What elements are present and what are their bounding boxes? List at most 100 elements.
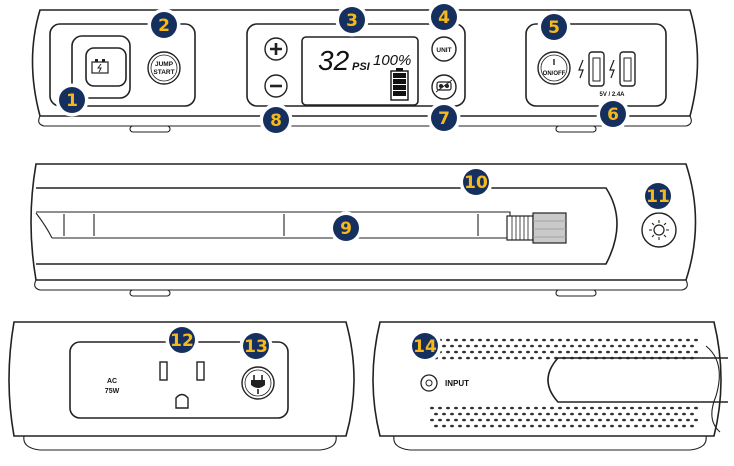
vent-hole bbox=[670, 338, 674, 342]
vent-hole bbox=[550, 350, 554, 354]
battery-cover[interactable] bbox=[71, 35, 131, 99]
unit-button[interactable]: UNIT bbox=[431, 36, 457, 62]
vent-hole bbox=[510, 350, 514, 354]
vent-hole bbox=[434, 424, 438, 428]
callout-number: 8 bbox=[270, 111, 282, 131]
usb-port-1[interactable] bbox=[578, 51, 605, 87]
vent-hole bbox=[470, 406, 474, 410]
input-side-view: INPUT bbox=[372, 321, 728, 451]
power-button[interactable]: ON/OFF bbox=[537, 51, 571, 85]
callout-number: 4 bbox=[438, 8, 450, 28]
vent-hole bbox=[610, 424, 614, 428]
vent-hole bbox=[454, 418, 458, 422]
vent-hole bbox=[454, 350, 458, 354]
ac-power-button[interactable] bbox=[241, 366, 275, 400]
vent-hole bbox=[522, 424, 526, 428]
vent-hole bbox=[466, 424, 470, 428]
vent-hole bbox=[510, 418, 514, 422]
input-label: INPUT bbox=[445, 379, 469, 388]
vent-hole bbox=[506, 412, 510, 416]
air-hose[interactable] bbox=[36, 211, 511, 239]
vent-hole bbox=[522, 344, 526, 348]
vent-hole bbox=[650, 412, 654, 416]
vent-hole bbox=[630, 350, 634, 354]
vent-hole bbox=[634, 412, 638, 416]
vent-hole bbox=[594, 424, 598, 428]
vent-hole bbox=[694, 406, 698, 410]
vent-hole bbox=[590, 406, 594, 410]
vent-hole bbox=[662, 338, 666, 342]
vent-hole bbox=[582, 338, 586, 342]
light-mode-button[interactable] bbox=[431, 74, 457, 100]
vent-hole bbox=[606, 350, 610, 354]
vent-hole bbox=[622, 406, 626, 410]
vent-hole bbox=[450, 424, 454, 428]
vent-hole bbox=[682, 344, 686, 348]
callout-badge: 3 bbox=[335, 3, 369, 37]
vent-hole bbox=[610, 412, 614, 416]
vent-hole bbox=[594, 412, 598, 416]
vent-hole bbox=[498, 344, 502, 348]
vent-hole bbox=[502, 350, 506, 354]
vent-hole bbox=[550, 418, 554, 422]
minus-button[interactable] bbox=[264, 74, 288, 98]
callout-badge: 8 bbox=[259, 103, 293, 137]
vent-hole bbox=[690, 344, 694, 348]
vent-hole bbox=[694, 338, 698, 342]
vent-hole bbox=[502, 418, 506, 422]
vent-hole bbox=[486, 338, 490, 342]
vent-hole bbox=[530, 424, 534, 428]
vent-hole bbox=[474, 424, 478, 428]
vent-hole bbox=[674, 412, 678, 416]
vent-hole bbox=[586, 412, 590, 416]
vent-hole bbox=[546, 412, 550, 416]
vent-hole bbox=[650, 424, 654, 428]
ac-side-view: AC 75W bbox=[8, 321, 355, 451]
vent-hole bbox=[662, 406, 666, 410]
vent-hole bbox=[518, 418, 522, 422]
vent-hole bbox=[570, 344, 574, 348]
vent-hole bbox=[638, 338, 642, 342]
vent-hole bbox=[550, 406, 554, 410]
vent-hole bbox=[458, 424, 462, 428]
vent-hole bbox=[670, 406, 674, 410]
vent-hole bbox=[446, 350, 450, 354]
vent-hole bbox=[678, 350, 682, 354]
vent-hole bbox=[654, 338, 658, 342]
vent-hole bbox=[470, 338, 474, 342]
vent-hole bbox=[586, 424, 590, 428]
jump-start-button[interactable]: JUMP START bbox=[147, 51, 181, 85]
dc-input-port[interactable] bbox=[420, 374, 438, 392]
vent-hole bbox=[534, 406, 538, 410]
hose-nozzle[interactable] bbox=[506, 212, 567, 244]
lightning-icon bbox=[609, 59, 615, 79]
vent-hole bbox=[578, 344, 582, 348]
ac-label-line1: AC bbox=[107, 378, 117, 385]
vent-hole bbox=[558, 338, 562, 342]
vent-hole bbox=[686, 406, 690, 410]
ac-outlet[interactable] bbox=[159, 361, 205, 409]
vent-hole bbox=[430, 406, 434, 410]
vent-hole bbox=[574, 350, 578, 354]
vent-hole bbox=[646, 350, 650, 354]
vent-hole bbox=[590, 350, 594, 354]
callout-number: 3 bbox=[346, 11, 358, 31]
vent-hole bbox=[558, 350, 562, 354]
vent-hole bbox=[642, 424, 646, 428]
usb-port-2[interactable] bbox=[609, 51, 636, 87]
vent-hole bbox=[430, 418, 434, 422]
power-label: ON/OFF bbox=[543, 71, 566, 77]
callout-badge: 14 bbox=[408, 329, 442, 363]
vent-hole bbox=[538, 424, 542, 428]
vent-hole bbox=[686, 350, 690, 354]
vent-hole bbox=[622, 418, 626, 422]
plus-button[interactable] bbox=[264, 37, 288, 61]
vent-hole bbox=[498, 424, 502, 428]
vent-hole bbox=[630, 406, 634, 410]
light-mode-icon bbox=[435, 79, 453, 93]
vent-grille-top bbox=[430, 338, 698, 360]
vent-hole bbox=[502, 338, 506, 342]
callout-badge: 5 bbox=[537, 10, 571, 44]
